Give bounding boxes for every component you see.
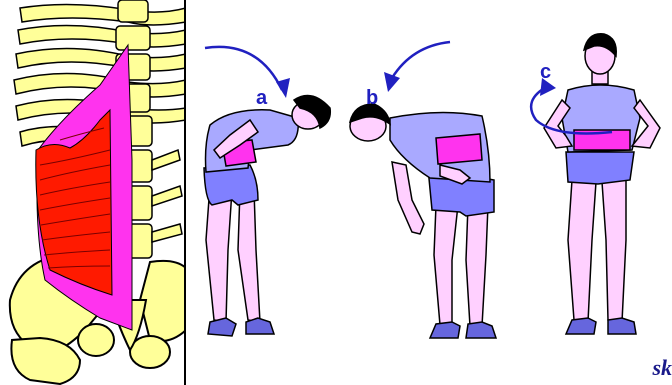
exercise-panel: a: [186, 0, 672, 385]
arrow-head-b-icon: [384, 72, 400, 92]
label-c: c: [540, 61, 551, 83]
curved-arrow-a: [205, 47, 282, 90]
exercise-figures: a: [186, 0, 672, 385]
corner-signature: sk: [652, 355, 672, 381]
curved-arrow-b: [392, 42, 450, 78]
spine-pelvis-diagram: [0, 0, 186, 385]
figure-b-side-bend: [350, 104, 496, 338]
figure-a-forward-bend: [204, 96, 330, 337]
label-a: a: [256, 87, 268, 109]
anatomy-panel: [0, 0, 186, 385]
label-b: b: [366, 87, 378, 109]
figure-c-rotation: [544, 34, 660, 334]
